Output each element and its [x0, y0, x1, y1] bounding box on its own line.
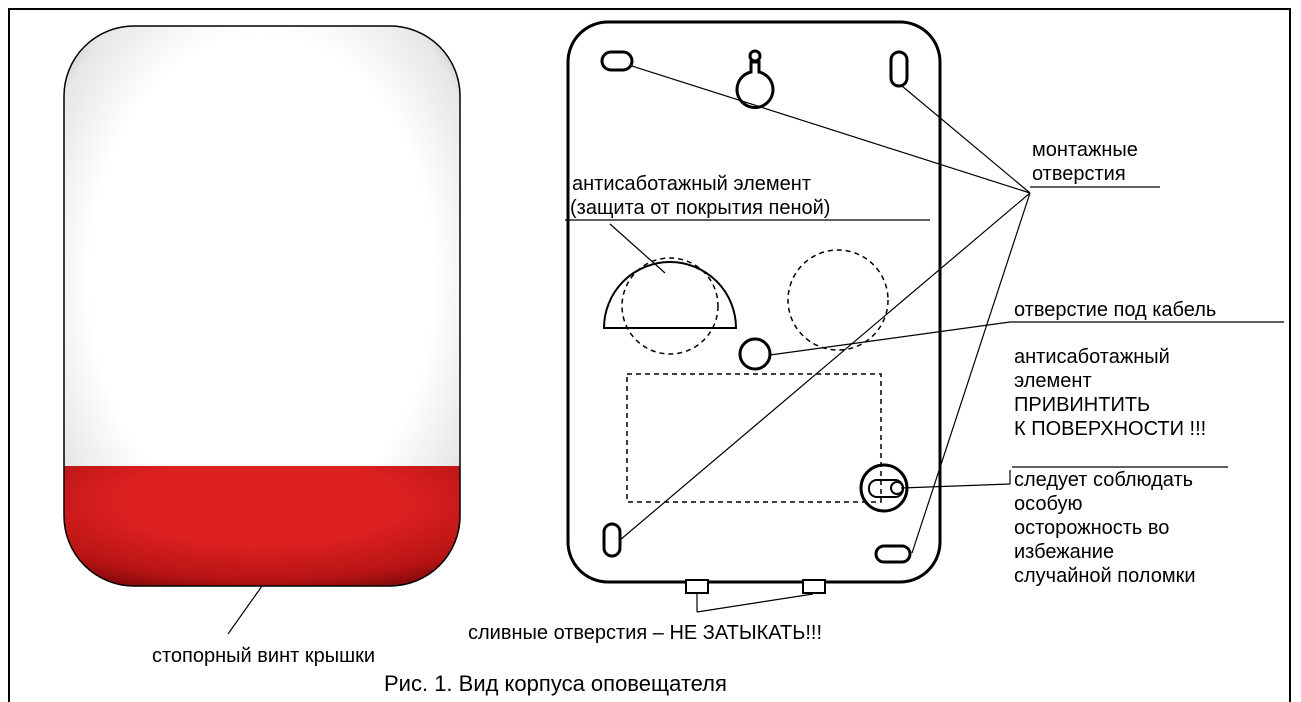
keyhole-hole — [735, 60, 775, 110]
cover-red-lens — [64, 466, 460, 586]
label-cover-screw: стопорный винт крышки — [152, 645, 376, 667]
label-tamper-screw: антисаботажный элемент ПРИВИНТИТЬ К ПОВЕ… — [1014, 346, 1207, 440]
figure-frame — [8, 8, 1291, 702]
cable-hole — [738, 337, 772, 371]
mounting-hole — [600, 50, 634, 72]
drain-holes — [685, 579, 826, 594]
siren-base — [566, 20, 942, 584]
label-mounting-holes: монтажные отверстия — [1032, 139, 1138, 185]
siren-cover — [64, 26, 460, 586]
tamper-foam-element — [602, 261, 738, 329]
mounting-hole — [889, 50, 909, 88]
label-tamper-foam: антисаботажный элемент (защита от покрыт… — [570, 173, 831, 219]
leader-lines — [227, 65, 1284, 635]
mounting-hole — [602, 522, 622, 558]
label-drain-holes: сливные отверстия – НЕ ЗАТЫКАТЬ!!! — [468, 622, 823, 644]
figure-caption: Рис. 1. Вид корпуса оповещателя — [384, 671, 727, 696]
tamper-screw — [859, 463, 909, 513]
mounting-hole — [874, 544, 912, 564]
label-cable-hole: отверстие под кабель — [1014, 299, 1217, 321]
label-caution: следует соблюдать особую осторожность во… — [1014, 469, 1196, 587]
